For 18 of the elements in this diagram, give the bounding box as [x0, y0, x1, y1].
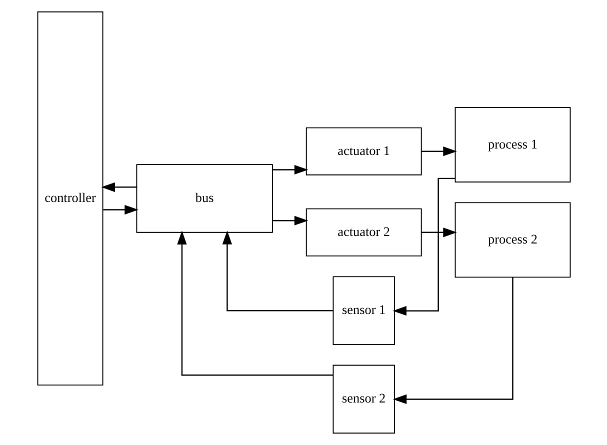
arrow: [222, 230, 333, 312]
arrow: [272, 164, 308, 175]
node-box: actuator 1: [305, 127, 422, 176]
arrow: [272, 216, 308, 226]
arrow: [102, 204, 138, 215]
node-box: bus: [136, 164, 272, 233]
node-box: actuator 2: [305, 208, 422, 256]
node-box: process 2: [454, 202, 570, 278]
arrow: [420, 228, 456, 238]
arrow: [392, 178, 455, 316]
arrow: [420, 146, 456, 156]
arrow: [176, 230, 332, 376]
arrow: [100, 182, 136, 192]
node-box: sensor 1: [332, 276, 394, 346]
node-box: process 1: [454, 107, 570, 182]
node-box: controller: [36, 11, 103, 386]
arrow: [392, 277, 513, 404]
node-box: sensor 2: [332, 364, 394, 434]
